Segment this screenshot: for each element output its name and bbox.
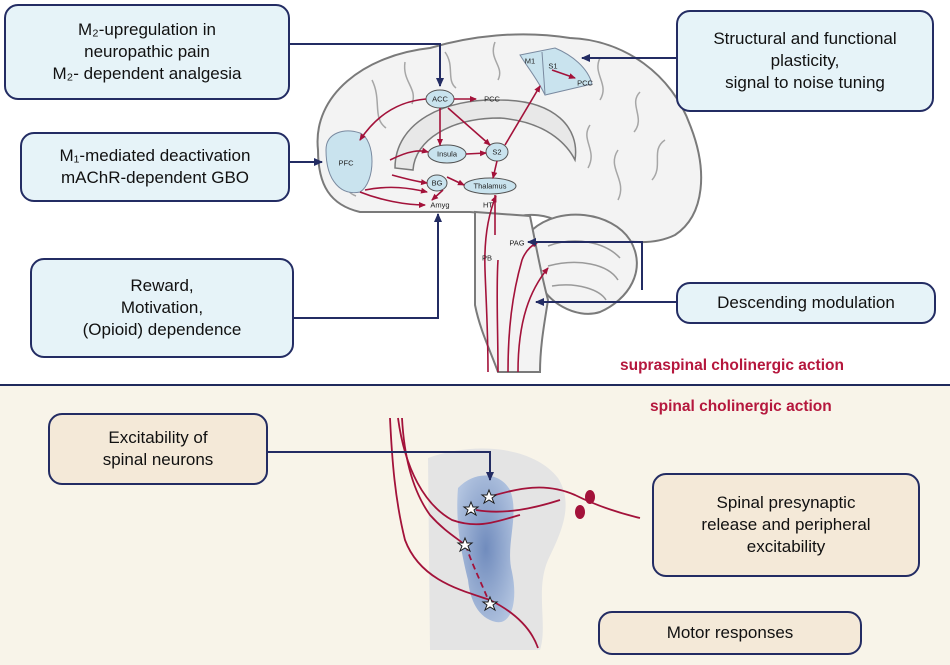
presynaptic-box-line1: Spinal presynaptic bbox=[716, 492, 856, 512]
label-ht: HT bbox=[483, 200, 493, 210]
label-acc: ACC bbox=[432, 94, 448, 104]
plasticity-box-line2: plasticity, bbox=[770, 50, 840, 70]
m2-upregulation-box: M₂-upregulation in neuropathic pain M₂- … bbox=[4, 4, 290, 100]
label-pcc-upper: PCC bbox=[484, 94, 500, 104]
reward-box-line1: Reward, bbox=[130, 275, 194, 295]
descending-modulation-box: Descending modulation bbox=[676, 282, 936, 324]
excitability-box: Excitability of spinal neurons bbox=[48, 413, 268, 485]
motor-box-line1: Motor responses bbox=[666, 622, 794, 642]
excitability-box-line2: spinal neurons bbox=[102, 450, 214, 469]
label-pcc-right: PCC bbox=[577, 78, 593, 88]
brain-outline bbox=[316, 33, 703, 373]
drg-cell-body bbox=[575, 505, 585, 519]
m2-box-line3: M₂- dependent analgesia bbox=[52, 64, 242, 84]
label-pfc: PFC bbox=[338, 158, 354, 168]
supraspinal-connectors bbox=[290, 43, 676, 319]
spinal-cord bbox=[428, 448, 566, 650]
plasticity-box-line1: Structural and functional bbox=[713, 28, 897, 48]
presynaptic-box-line2: release and peripheral bbox=[701, 514, 871, 534]
drg-cell-body bbox=[585, 490, 595, 504]
label-pb: PB bbox=[481, 253, 493, 263]
motor-responses-box: Motor responses bbox=[598, 611, 862, 655]
label-bg: BG bbox=[431, 178, 443, 188]
descending-box-line1: Descending modulation bbox=[717, 292, 895, 312]
m1-box-line2: mAChR-dependent GBO bbox=[60, 168, 250, 187]
spinal-connectors bbox=[268, 451, 494, 481]
label-pag: PAG bbox=[509, 238, 525, 248]
label-thalamus: Thalamus bbox=[473, 181, 507, 191]
m2-box-line2: neuropathic pain bbox=[84, 41, 210, 61]
m1-deactivation-box: M₁-mediated deactivation mAChR-dependent… bbox=[20, 132, 290, 202]
reward-box-line3: (Opioid) dependence bbox=[82, 320, 242, 340]
label-amyg: Amyg bbox=[430, 200, 450, 210]
m1-box-line1: M₁-mediated deactivation bbox=[59, 145, 251, 165]
plasticity-box: Structural and functional plasticity, si… bbox=[676, 10, 934, 112]
spinal-pathways bbox=[389, 417, 641, 649]
label-s1: S1 bbox=[548, 61, 558, 71]
reward-box-line2: Motivation, bbox=[120, 297, 204, 317]
label-insula: Insula bbox=[436, 149, 458, 159]
plasticity-box-line3: signal to noise tuning bbox=[725, 73, 885, 93]
synapse-stars bbox=[456, 488, 499, 612]
excitability-box-line1: Excitability of bbox=[108, 427, 208, 447]
section-divider bbox=[0, 384, 950, 386]
label-s2: S2 bbox=[492, 147, 502, 157]
brain-pathways bbox=[359, 69, 576, 373]
label-m1: M1 bbox=[524, 56, 536, 66]
spinal-label: spinal cholinergic action bbox=[650, 398, 832, 415]
presynaptic-box: Spinal presynaptic release and periphera… bbox=[652, 473, 920, 577]
presynaptic-box-line3: excitability bbox=[746, 537, 826, 557]
reward-box: Reward, Motivation, (Opioid) dependence bbox=[30, 258, 294, 358]
m2-box-line1: M₂-upregulation in bbox=[78, 19, 216, 39]
supraspinal-label: supraspinal cholinergic action bbox=[620, 357, 844, 374]
